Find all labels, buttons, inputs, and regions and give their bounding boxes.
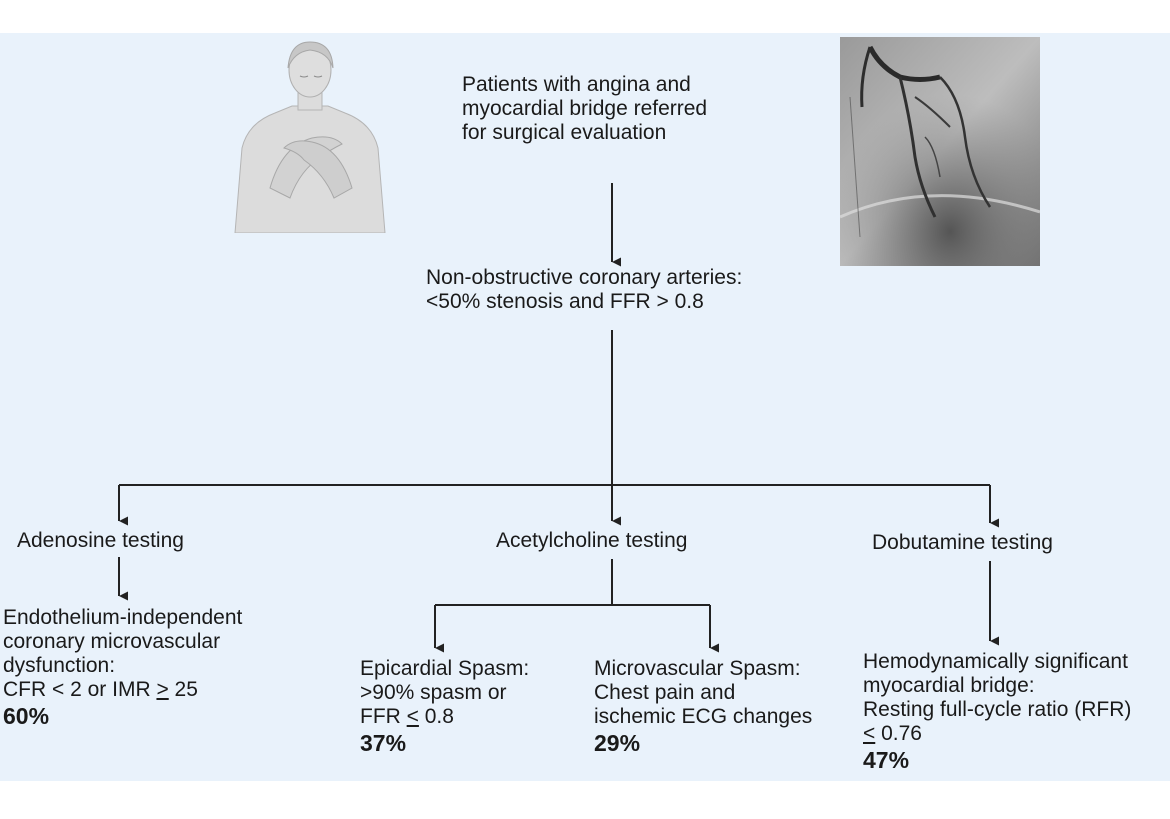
hemodynamic-result: Hemodynamically significant myocardial b… <box>863 650 1131 774</box>
le-symbol-rfr: < <box>863 722 876 745</box>
epicardial-percent: 37% <box>360 730 407 756</box>
acetylcholine-node: Acetylcholine testing <box>496 529 688 552</box>
microvascular-percent: 29% <box>594 730 641 756</box>
le-symbol: < <box>406 705 419 728</box>
epicardial-text: Epicardial Spasm: >90% spasm or FFR <box>360 657 530 728</box>
hemodynamic-threshold: 0.76 <box>875 722 922 745</box>
nonobstructive-node: Non-obstructive coronary arteries: <50% … <box>426 266 743 313</box>
microvascular-result: Microvascular Spasm: Chest pain and isch… <box>594 657 812 757</box>
ge-symbol: > <box>156 678 169 701</box>
epicardial-result: Epicardial Spasm: >90% spasm or FFR < 0.… <box>360 657 529 757</box>
coronary-angiogram-image <box>840 37 1040 266</box>
hemodynamic-percent: 47% <box>863 747 910 773</box>
endothelium-threshold: 25 <box>168 678 198 701</box>
endothelium-text: Endothelium-independent coronary microva… <box>3 606 243 701</box>
epicardial-threshold: 0.8 <box>418 705 454 728</box>
endothelium-result: Endothelium-independent coronary microva… <box>3 606 242 730</box>
dobutamine-node: Dobutamine testing <box>872 531 1053 554</box>
hemodynamic-text: Hemodynamically significant myocardial b… <box>863 650 1132 721</box>
microvascular-text: Microvascular Spasm: Chest pain and isch… <box>594 657 813 728</box>
start-node: Patients with angina and myocardial brid… <box>462 73 708 144</box>
endothelium-percent: 60% <box>3 703 50 729</box>
patient-chest-pain-icon <box>234 41 386 233</box>
adenosine-node: Adenosine testing <box>17 529 184 552</box>
